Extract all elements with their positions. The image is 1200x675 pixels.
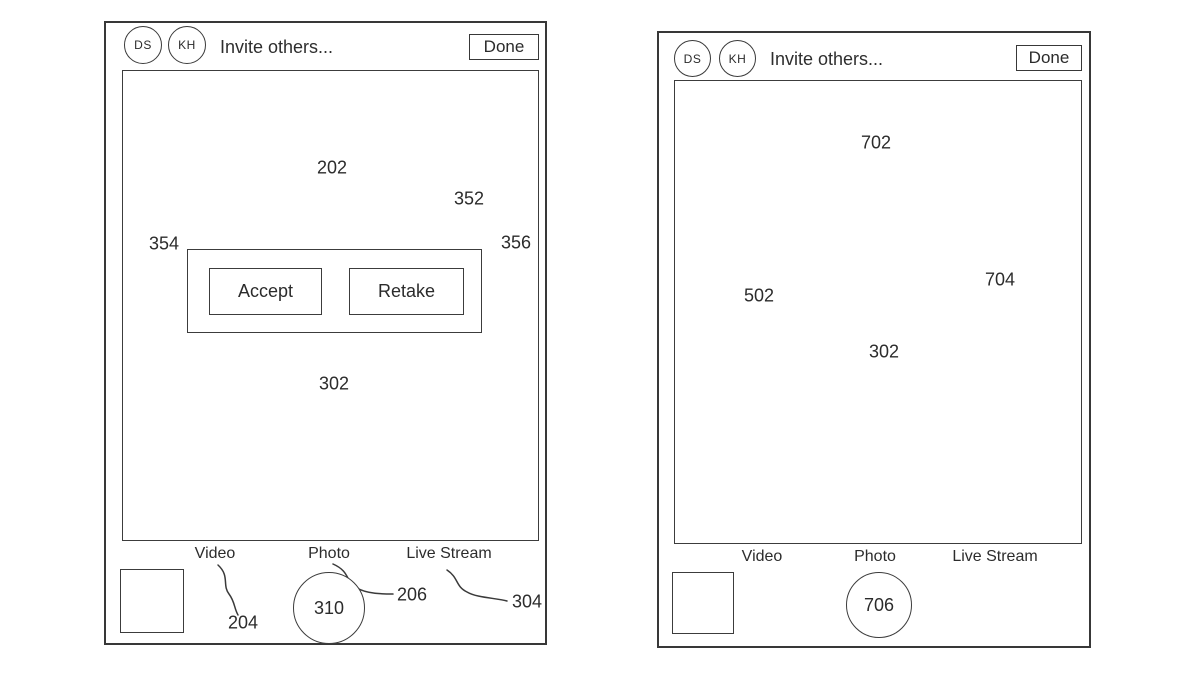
ref-label-206: 206 <box>396 584 428 605</box>
avatar-kh[interactable]: KH <box>168 26 206 64</box>
leader-line-304 <box>447 570 507 601</box>
mode-video[interactable]: Video <box>741 548 783 565</box>
done-button[interactable]: Done <box>1016 45 1082 71</box>
ref-label-204: 204 <box>227 612 259 633</box>
mode-photo[interactable]: Photo <box>308 545 350 562</box>
shutter-button[interactable]: 706 <box>846 572 912 638</box>
accept-button[interactable]: Accept <box>209 268 322 315</box>
ref-label-702: 702 <box>860 132 892 153</box>
avatar-ds[interactable]: DS <box>674 40 711 77</box>
ref-label-202: 202 <box>316 157 348 178</box>
mode-photo[interactable]: Photo <box>854 548 896 565</box>
leader-line-204 <box>218 565 238 615</box>
mode-video[interactable]: Video <box>194 545 236 562</box>
invite-others-field[interactable]: Invite others... <box>770 49 884 69</box>
mode-live-stream[interactable]: Live Stream <box>406 545 492 562</box>
done-button[interactable]: Done <box>469 34 539 60</box>
ref-label-502: 502 <box>743 285 775 306</box>
ref-label-302: 302 <box>318 373 350 394</box>
invite-others-field[interactable]: Invite others... <box>220 37 334 57</box>
retake-button[interactable]: Retake <box>349 268 464 315</box>
right-phone-frame: DS KH Invite others... Done 702 502 704 … <box>657 31 1091 648</box>
ref-label-302: 302 <box>868 341 900 362</box>
avatar-ds[interactable]: DS <box>124 26 162 64</box>
ref-label-352: 352 <box>453 188 485 209</box>
left-phone-frame: DS KH Invite others... Done 202 354 352 … <box>104 21 547 645</box>
ref-label-356: 356 <box>500 232 532 253</box>
thumbnail-well[interactable] <box>672 572 734 634</box>
ref-label-304: 304 <box>511 591 543 612</box>
avatar-kh[interactable]: KH <box>719 40 756 77</box>
ref-label-354: 354 <box>148 233 180 254</box>
mode-live-stream[interactable]: Live Stream <box>952 548 1038 565</box>
ref-label-704: 704 <box>984 269 1016 290</box>
shutter-button[interactable]: 310 <box>293 572 365 644</box>
thumbnail-well[interactable] <box>120 569 184 633</box>
camera-viewport <box>674 80 1082 544</box>
